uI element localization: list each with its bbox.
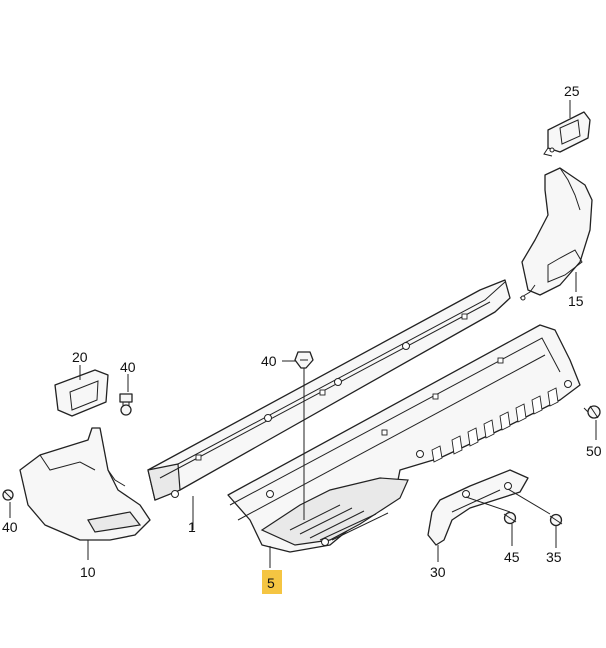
part-1-cross-member[interactable]: [147, 279, 511, 501]
callout-50[interactable]: 50: [586, 443, 602, 459]
callout-40-left[interactable]: 40: [2, 519, 18, 535]
part-15-right-end-cap[interactable]: [519, 167, 593, 301]
screw-40-left[interactable]: [2, 489, 14, 501]
callout-25[interactable]: 25: [564, 83, 580, 99]
callout-labels: 25 15 20 40 40 50 40 1 10 5 30 45 35: [2, 83, 602, 591]
callout-40-center[interactable]: 40: [261, 353, 277, 369]
part-20-clip[interactable]: [54, 369, 109, 417]
part-5-bumper-step[interactable]: [227, 324, 581, 553]
step-tread-pattern: [289, 504, 389, 541]
part-25-bracket[interactable]: [543, 111, 591, 157]
screw-45[interactable]: [503, 511, 517, 525]
callout-35[interactable]: 35: [546, 549, 562, 565]
callout-5-highlight: [262, 570, 282, 594]
screw-35[interactable]: [549, 513, 563, 527]
callout-5[interactable]: 5: [267, 575, 275, 591]
callout-15[interactable]: 15: [568, 293, 584, 309]
callout-10[interactable]: 10: [80, 564, 96, 580]
clip-40-center[interactable]: [294, 351, 314, 369]
screw-40-top-left[interactable]: [119, 393, 133, 416]
callout-1[interactable]: 1: [188, 519, 196, 535]
vent-slots: [431, 387, 559, 463]
callout-45[interactable]: 45: [504, 549, 520, 565]
callout-30[interactable]: 30: [430, 564, 446, 580]
callout-20[interactable]: 20: [72, 349, 88, 365]
part-30-mount-bracket[interactable]: [427, 469, 529, 546]
leader-lines: [9, 100, 597, 568]
callout-40-top-left[interactable]: 40: [120, 359, 136, 375]
part-10-left-end-cap[interactable]: [19, 427, 151, 541]
screw-50[interactable]: [583, 405, 601, 419]
